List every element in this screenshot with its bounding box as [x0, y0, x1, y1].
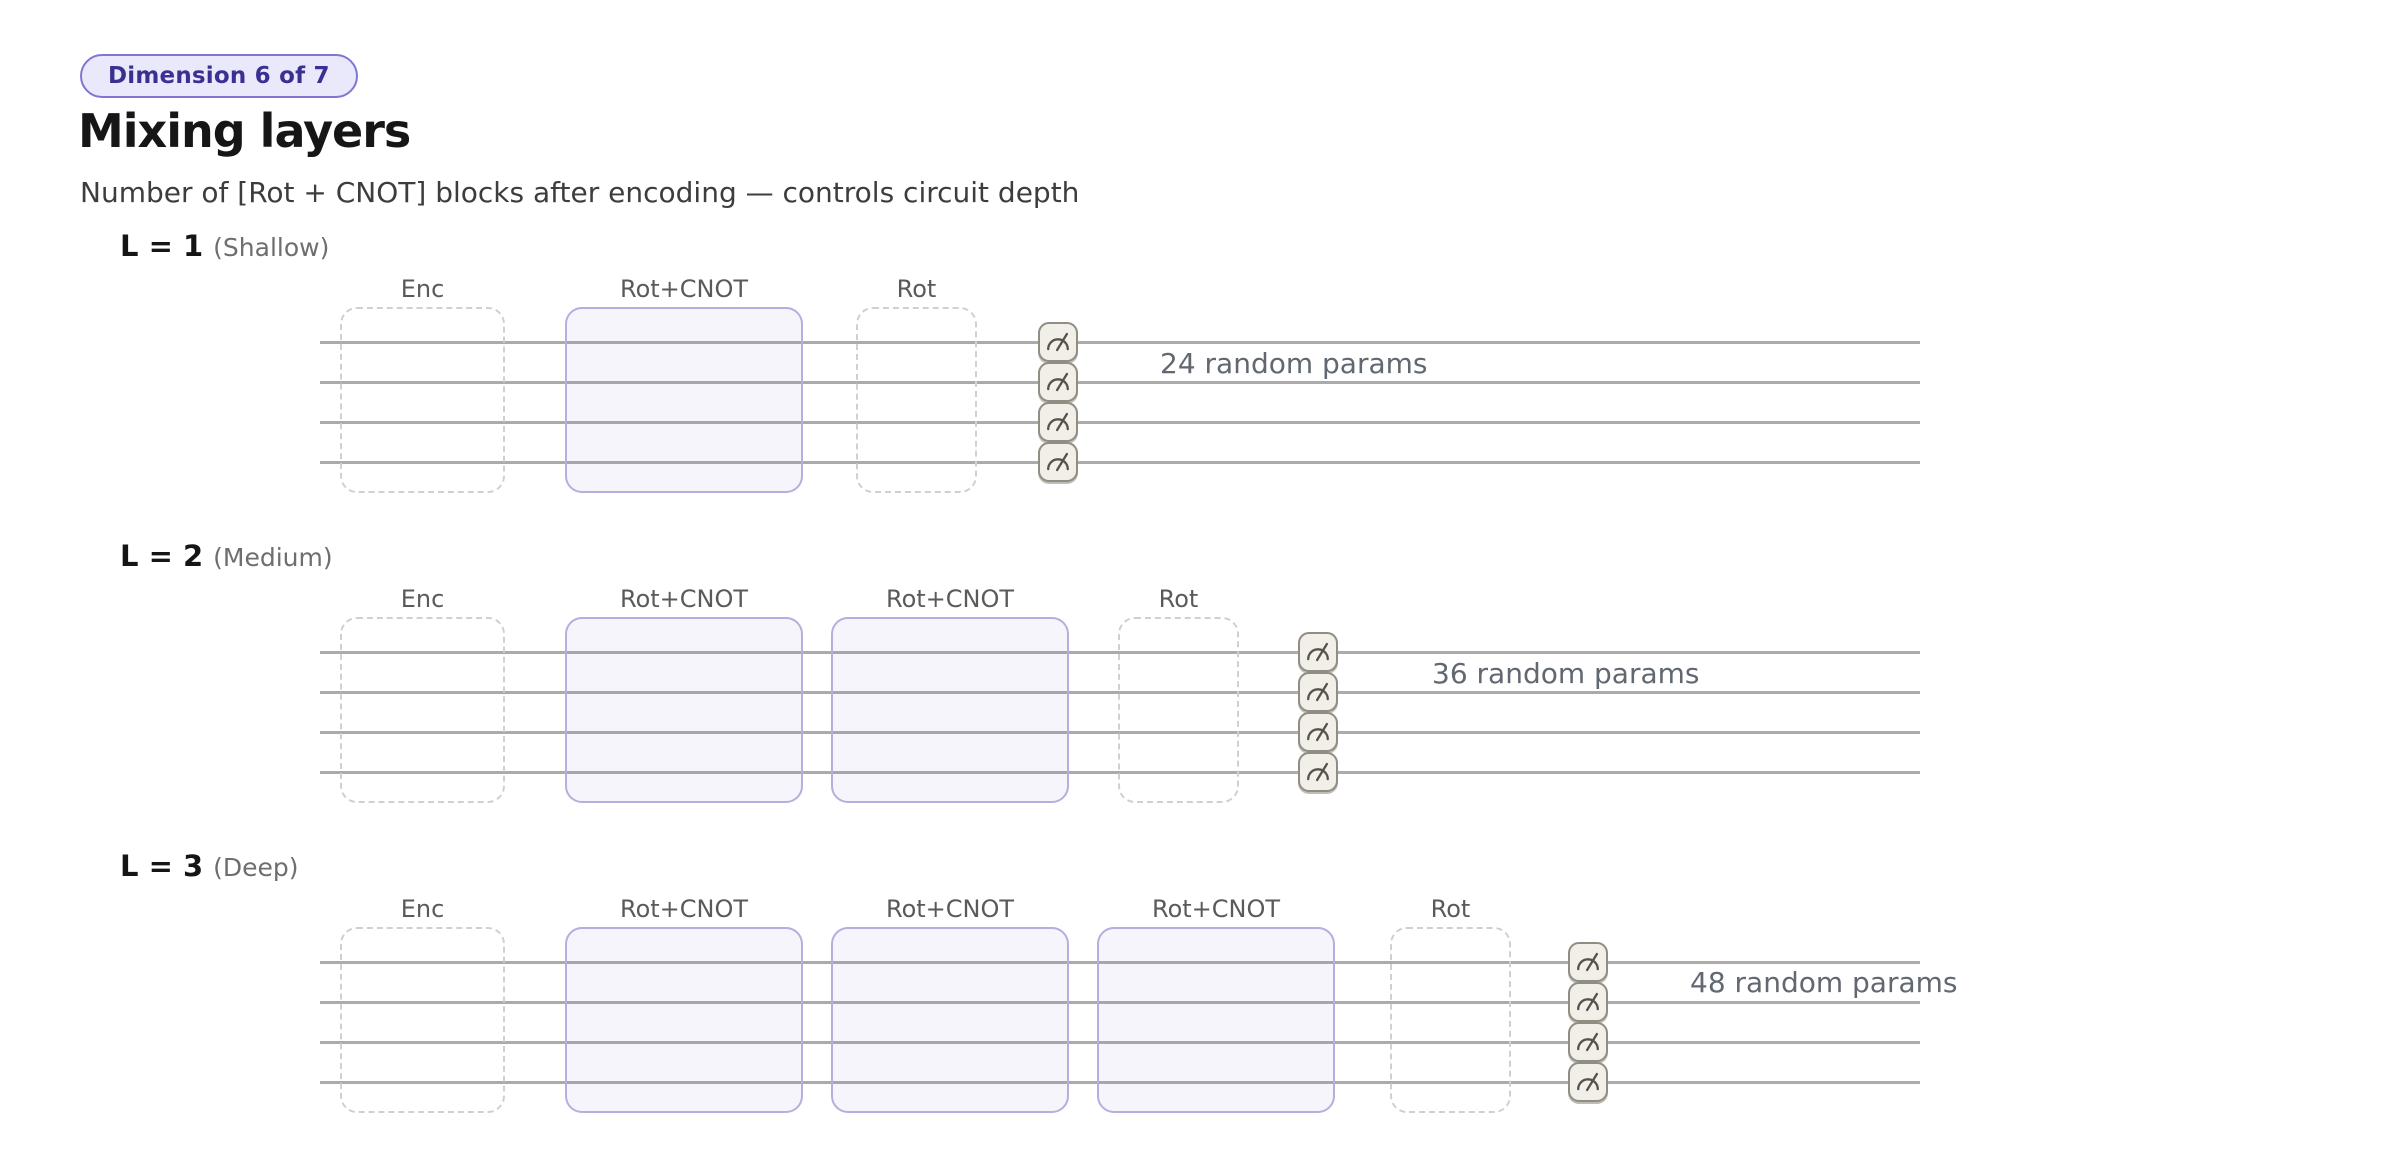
qubit-wire	[320, 1041, 1920, 1044]
measure-gauge-glyph	[1577, 1032, 1599, 1052]
column-label-rot-cnot: Rot+CNOT	[619, 585, 749, 613]
measurement-icon	[1298, 752, 1338, 792]
column-label-rot-cnot: Rot+CNOT	[885, 585, 1015, 613]
qubit-wire	[320, 421, 1920, 424]
measure-gauge-glyph	[1047, 452, 1069, 472]
column-label-rot-cnot: Rot+CNOT	[619, 895, 749, 923]
measurement-icon	[1298, 672, 1338, 712]
measurement-icon	[1568, 982, 1608, 1022]
rot-block	[1390, 927, 1511, 1113]
measurement-icon	[1298, 632, 1338, 672]
rot-cnot-block	[831, 617, 1069, 803]
measure-gauge-glyph	[1577, 952, 1599, 972]
qubit-wire	[320, 771, 1920, 774]
page-title: Mixing layers	[78, 104, 411, 158]
params-count-label: 24 random params	[1160, 347, 1428, 380]
column-label-rot-cnot: Rot+CNOT	[619, 275, 749, 303]
column-label-rot: Rot	[1430, 895, 1471, 923]
measurement-icon	[1568, 942, 1608, 982]
qubit-wire	[320, 461, 1920, 464]
dimension-badge: Dimension 6 of 7	[80, 54, 358, 98]
measure-gauge-glyph	[1307, 682, 1329, 702]
rot-block	[1118, 617, 1239, 803]
enc-block	[340, 927, 505, 1113]
measurement-icon	[1038, 442, 1078, 482]
params-count-label: 48 random params	[1690, 966, 1958, 999]
measure-gauge-glyph	[1047, 412, 1069, 432]
section-heading-label: L = 3	[120, 849, 204, 883]
measure-gauge-glyph	[1307, 762, 1329, 782]
measurement-icon	[1038, 362, 1078, 402]
measurement-icon	[1038, 322, 1078, 362]
column-label-rot-cnot: Rot+CNOT	[1151, 895, 1281, 923]
rot-cnot-block	[565, 307, 803, 493]
column-label-rot: Rot	[1158, 585, 1199, 613]
measurement-icon	[1298, 712, 1338, 752]
rot-cnot-block	[831, 927, 1069, 1113]
section-heading-qualifier: (Medium)	[213, 543, 333, 572]
section-heading-qualifier: (Shallow)	[213, 233, 330, 262]
qubit-wire	[320, 691, 1920, 694]
measure-gauge-glyph	[1307, 642, 1329, 662]
qubit-wire	[320, 381, 1920, 384]
rot-cnot-block	[565, 927, 803, 1113]
qubit-wire	[320, 341, 1920, 344]
column-label-rot-cnot: Rot+CNOT	[885, 895, 1015, 923]
section-heading: L = 3 (Deep)	[120, 849, 299, 883]
measure-gauge-glyph	[1577, 992, 1599, 1012]
params-count-label: 36 random params	[1432, 657, 1700, 690]
measurement-icon	[1038, 402, 1078, 442]
qubit-wire	[320, 961, 1920, 964]
rot-cnot-block	[565, 617, 803, 803]
column-label-enc: Enc	[400, 275, 445, 303]
measure-gauge-glyph	[1307, 722, 1329, 742]
measure-gauge-glyph	[1047, 372, 1069, 392]
measure-gauge-glyph	[1577, 1072, 1599, 1092]
measurement-icon	[1568, 1022, 1608, 1062]
qubit-wire	[320, 651, 1920, 654]
section-heading-label: L = 2	[120, 539, 204, 573]
enc-block	[340, 617, 505, 803]
qubit-wire	[320, 1001, 1920, 1004]
measure-gauge-glyph	[1047, 332, 1069, 352]
rot-block	[856, 307, 977, 493]
section-heading: L = 2 (Medium)	[120, 539, 333, 573]
dimension-badge-label: Dimension 6 of 7	[108, 63, 330, 89]
page-subtitle: Number of [Rot + CNOT] blocks after enco…	[80, 176, 1080, 209]
qubit-wire	[320, 731, 1920, 734]
section-heading: L = 1 (Shallow)	[120, 229, 329, 263]
measurement-icon	[1568, 1062, 1608, 1102]
qubit-wire	[320, 1081, 1920, 1084]
column-label-rot: Rot	[896, 275, 937, 303]
column-label-enc: Enc	[400, 895, 445, 923]
section-heading-label: L = 1	[120, 229, 204, 263]
rot-cnot-block	[1097, 927, 1335, 1113]
column-label-enc: Enc	[400, 585, 445, 613]
enc-block	[340, 307, 505, 493]
section-heading-qualifier: (Deep)	[213, 853, 299, 882]
